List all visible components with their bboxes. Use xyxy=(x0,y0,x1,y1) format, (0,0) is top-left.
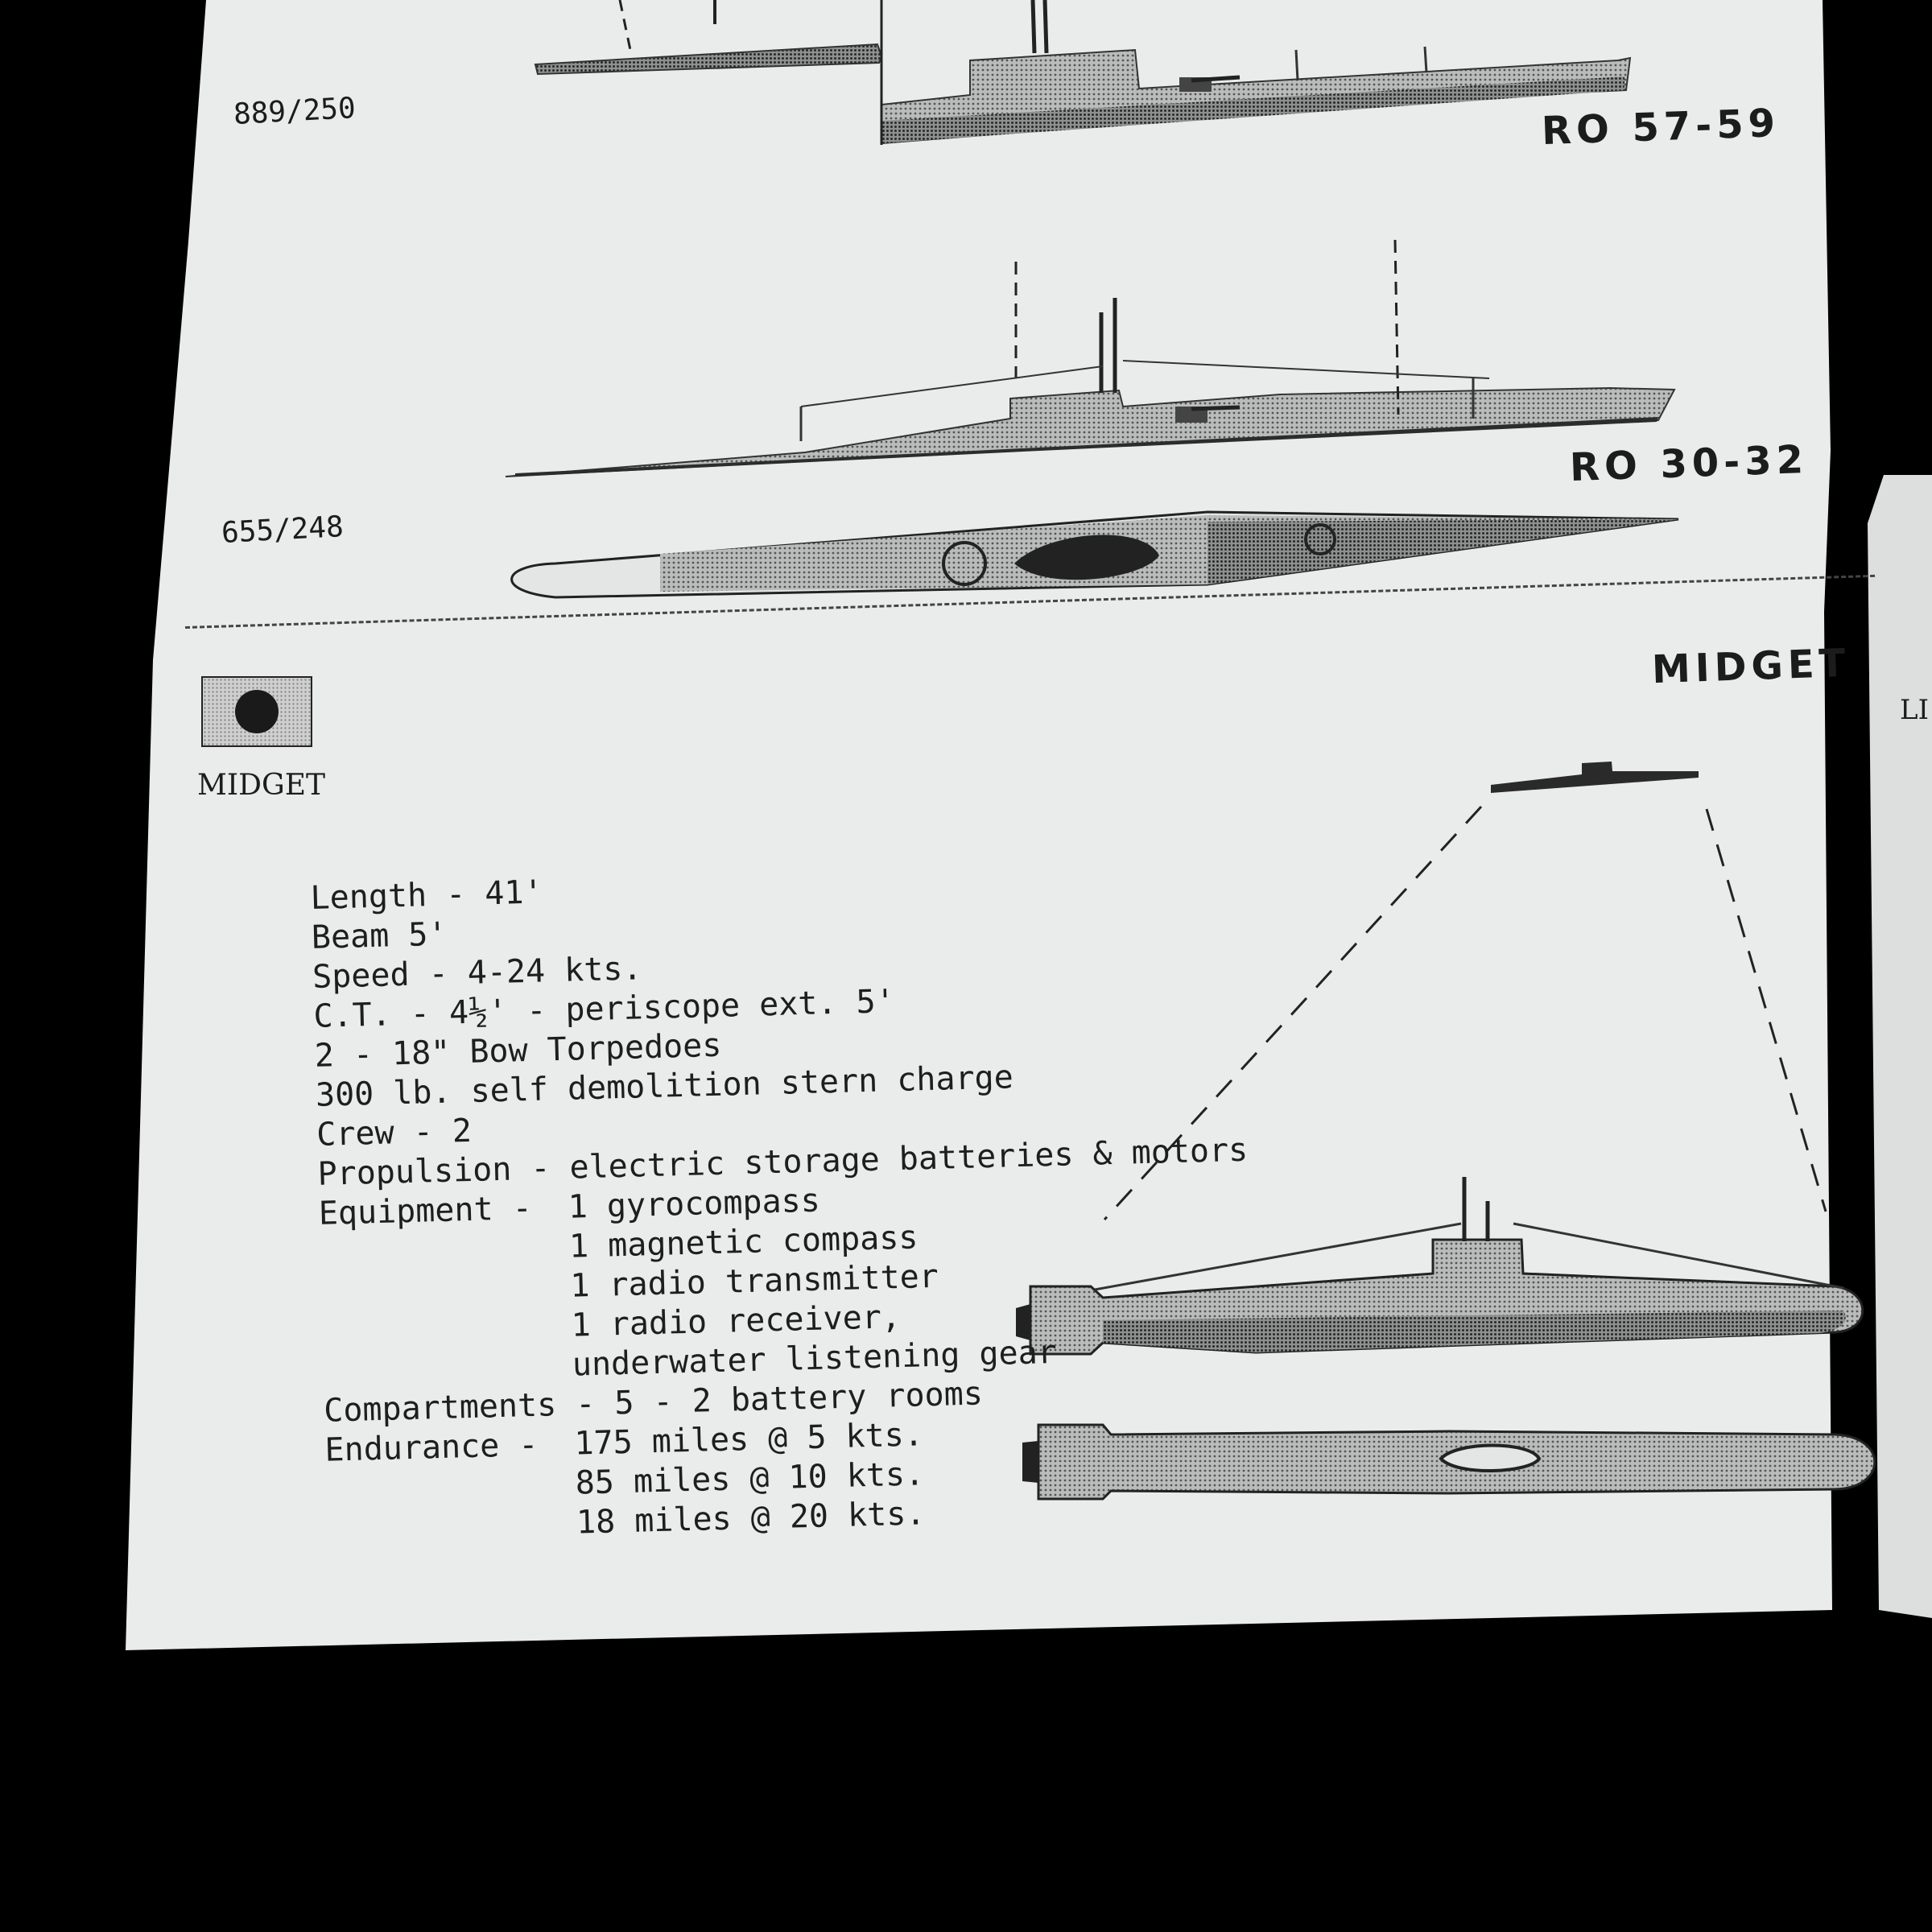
midget-specifications: Length - 41' Beam 5' Speed - 4-24 kts. C… xyxy=(310,855,1257,1550)
spec-equipment-label: Equipment - xyxy=(318,1189,533,1232)
recognition-sheet xyxy=(126,0,1832,1650)
ro30-profile xyxy=(505,239,1676,477)
ro57-class-label: RO 57-59 xyxy=(1541,100,1781,155)
adjacent-page-fragment: LI xyxy=(1900,694,1930,726)
ro30-plan-view xyxy=(510,510,1679,599)
midget-profile-small xyxy=(1103,762,1827,1221)
spec-endurance-label: Endurance - xyxy=(324,1426,539,1469)
ro30-class-label: RO 30-32 xyxy=(1569,436,1809,491)
spec-equipment-item: 1 gyrocompass xyxy=(568,1182,821,1226)
flag-caption: MIDGET xyxy=(197,769,325,802)
midget-plan-view xyxy=(1022,1423,1876,1501)
japanese-flag-icon xyxy=(201,676,312,747)
ro57-displacement: 889/250 xyxy=(233,92,357,131)
ro30-displacement: 655/248 xyxy=(221,510,345,550)
midget-class-label: MIDGET xyxy=(1651,640,1852,693)
ro57-profile-small xyxy=(534,0,883,76)
adjacent-sheet-edge xyxy=(1868,475,1932,1618)
ro57-profile-large xyxy=(880,0,1632,145)
midget-profile-large xyxy=(1016,1177,1864,1356)
